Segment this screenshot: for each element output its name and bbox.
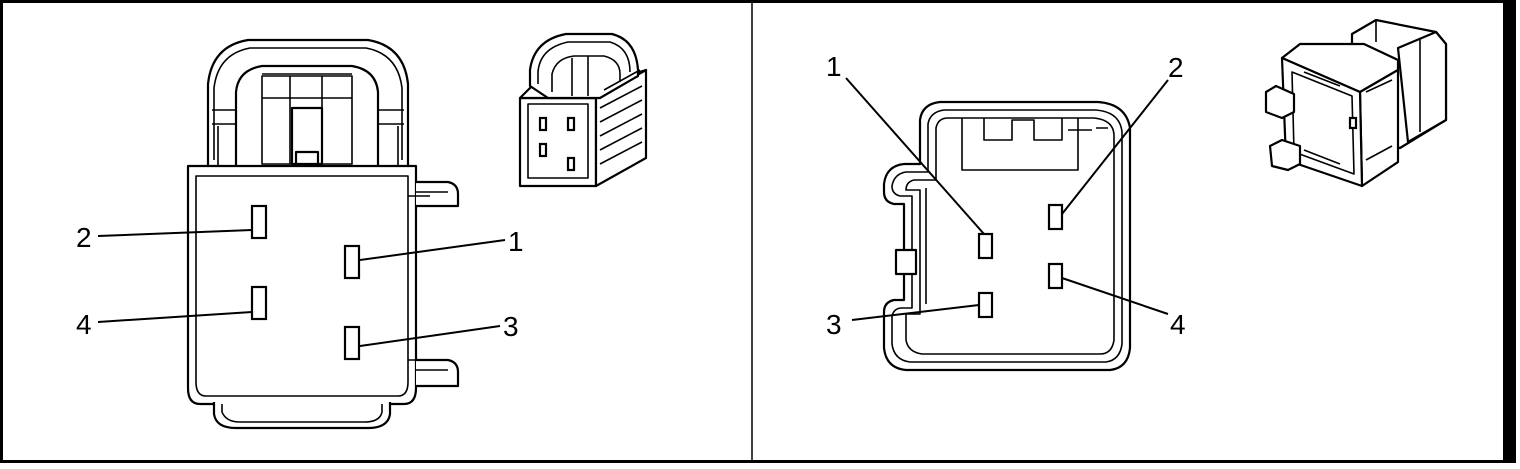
right-edge-bar <box>1503 2 1515 462</box>
left-leader-1 <box>359 239 506 261</box>
right-callout-3: 3 <box>826 309 842 340</box>
left-callout-3: 3 <box>503 311 519 342</box>
left-leader-2 <box>97 229 253 237</box>
left-pin-4 <box>250 285 268 321</box>
right-connector-thumbnail <box>1264 18 1448 188</box>
left-connector-thumbnail <box>518 32 648 188</box>
right-leader-4 <box>1061 277 1169 315</box>
right-callout-2: 2 <box>1168 52 1184 83</box>
left-callout-1: 1 <box>508 226 524 257</box>
right-leader-3 <box>851 304 980 321</box>
right-callout-1: 1 <box>826 51 842 82</box>
right-leader-1 <box>845 77 985 235</box>
right-callout-4: 4 <box>1170 309 1186 340</box>
left-pin-2 <box>250 204 268 240</box>
left-pin-3 <box>343 325 361 361</box>
right-leader-2 <box>1061 79 1169 215</box>
left-pin-1 <box>343 244 361 280</box>
right-pin-1 <box>977 232 994 260</box>
right-pin-2 <box>1047 203 1064 231</box>
left-panel: 1 2 3 4 <box>76 32 648 430</box>
left-leader-4 <box>97 311 253 323</box>
left-leader-3 <box>359 325 501 347</box>
left-callout-2: 2 <box>76 222 92 253</box>
right-pin-4 <box>1047 262 1064 290</box>
left-connector-latch <box>206 38 410 170</box>
right-panel: 1 2 3 4 <box>826 18 1448 372</box>
right-pin-3 <box>977 291 994 319</box>
right-connector-body <box>882 100 1132 372</box>
left-callout-4: 4 <box>76 309 92 340</box>
